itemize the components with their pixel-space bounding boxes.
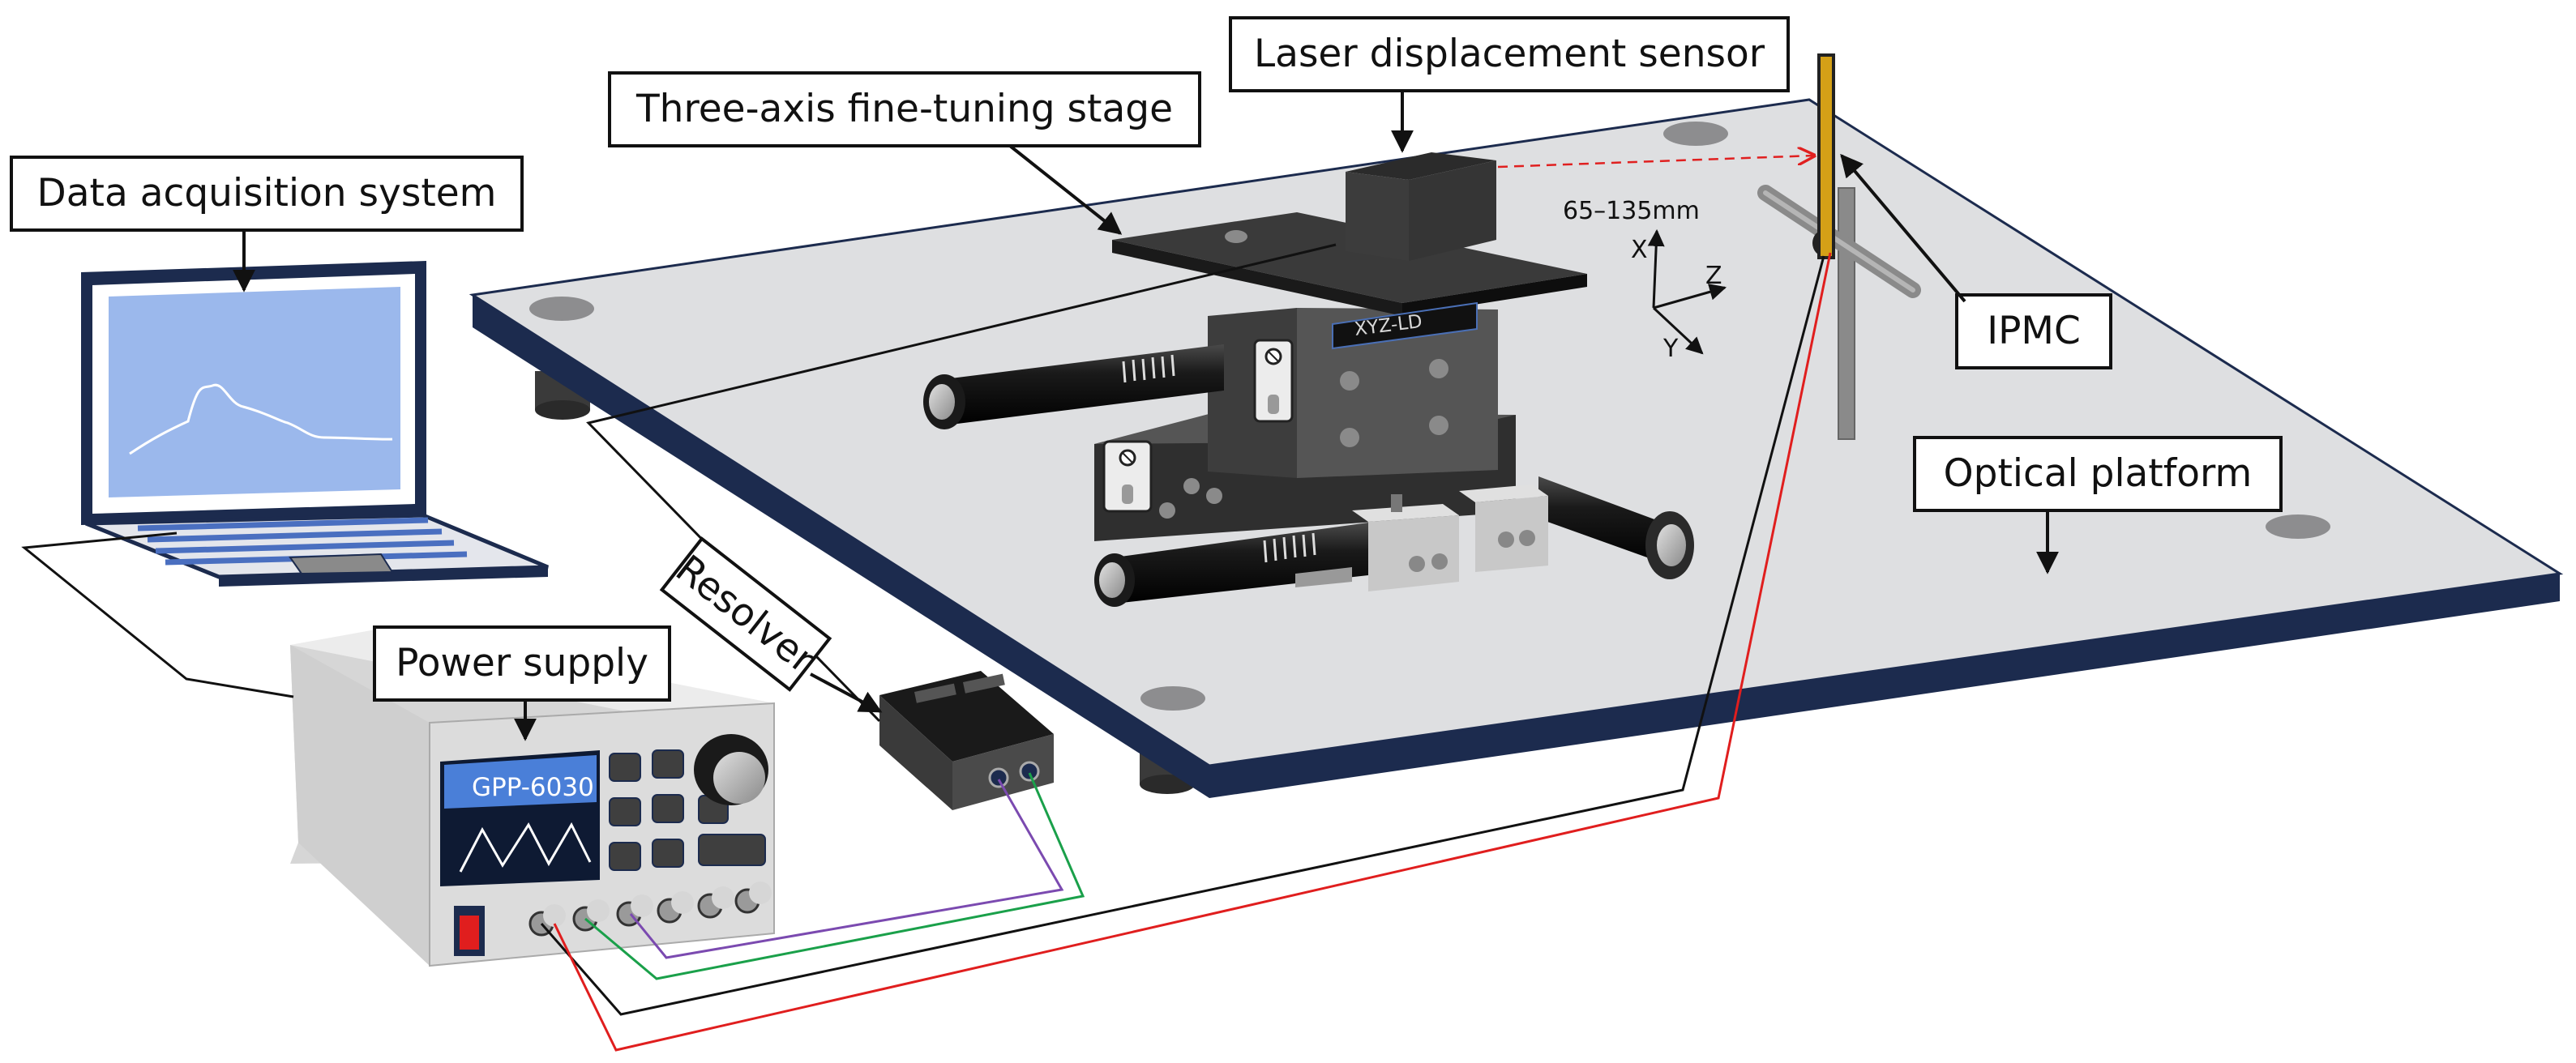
wire-black-ipmc [540,255,1825,1016]
micrometer-front-lower [1094,523,1368,607]
range-label: 65–135mm [1563,197,1700,225]
wire-laptop-power [21,532,294,698]
label-data-acquisition-text: Data acquisition system [37,171,497,216]
laptop-screen [109,287,400,497]
power-supply: GPP-6030 [290,627,775,967]
label-optical-platform-text: Optical platform [1944,451,2253,496]
wire-green [584,772,1085,980]
platform-holes [529,122,2330,711]
label-power-supply-text: Power supply [396,641,648,685]
micrometer-front-upper [923,344,1224,429]
laptop-signal [129,383,393,455]
axis-y-label: Y [1662,335,1679,363]
resolver-arrow [810,672,883,713]
axis-z-label: Z [1705,262,1722,290]
label-ipmc: IPMC [1840,153,2112,369]
power-supply-model: GPP-6030 [472,773,594,802]
coordinate-axes [1647,228,1727,355]
platform-top [469,98,2564,767]
power-supply-buttons [609,749,766,871]
laser-sensor [1346,152,1496,261]
label-laser-sensor-text: Laser displacement sensor [1254,32,1765,76]
laser-beam [1497,156,1814,169]
laptop-touchpad [289,553,394,575]
label-laser-sensor: Laser displacement sensor [1229,16,1790,153]
ipmc-strip [1817,53,1835,259]
laptop [81,261,549,587]
label-three-axis-text: Three-axis fine-tuning stage [635,87,1173,131]
label-ipmc-text: IPMC [1987,309,2081,353]
micrometer-rear [1538,476,1694,579]
platform-front-edge [473,295,1209,798]
three-axis-stage: XYZ-LD [923,212,1694,607]
power-supply-waveform [459,822,592,873]
wire-red-ipmc [553,252,1832,1052]
power-supply-dial [694,734,768,805]
label-optical-platform: Optical platform [1913,436,2283,574]
axis-x-label: X [1631,236,1648,264]
resolver [879,671,1054,810]
grey-blocks [1352,485,1548,591]
label-three-axis: Three-axis fine-tuning stage [608,71,1201,235]
wire-purple [629,779,1064,959]
label-data-acquisition: Data acquisition system [10,156,524,292]
optical-platform [469,98,2564,798]
label-power-supply: Power supply [373,625,671,741]
label-resolver: Resolver [659,536,832,692]
platform-right-edge [1209,574,2560,798]
